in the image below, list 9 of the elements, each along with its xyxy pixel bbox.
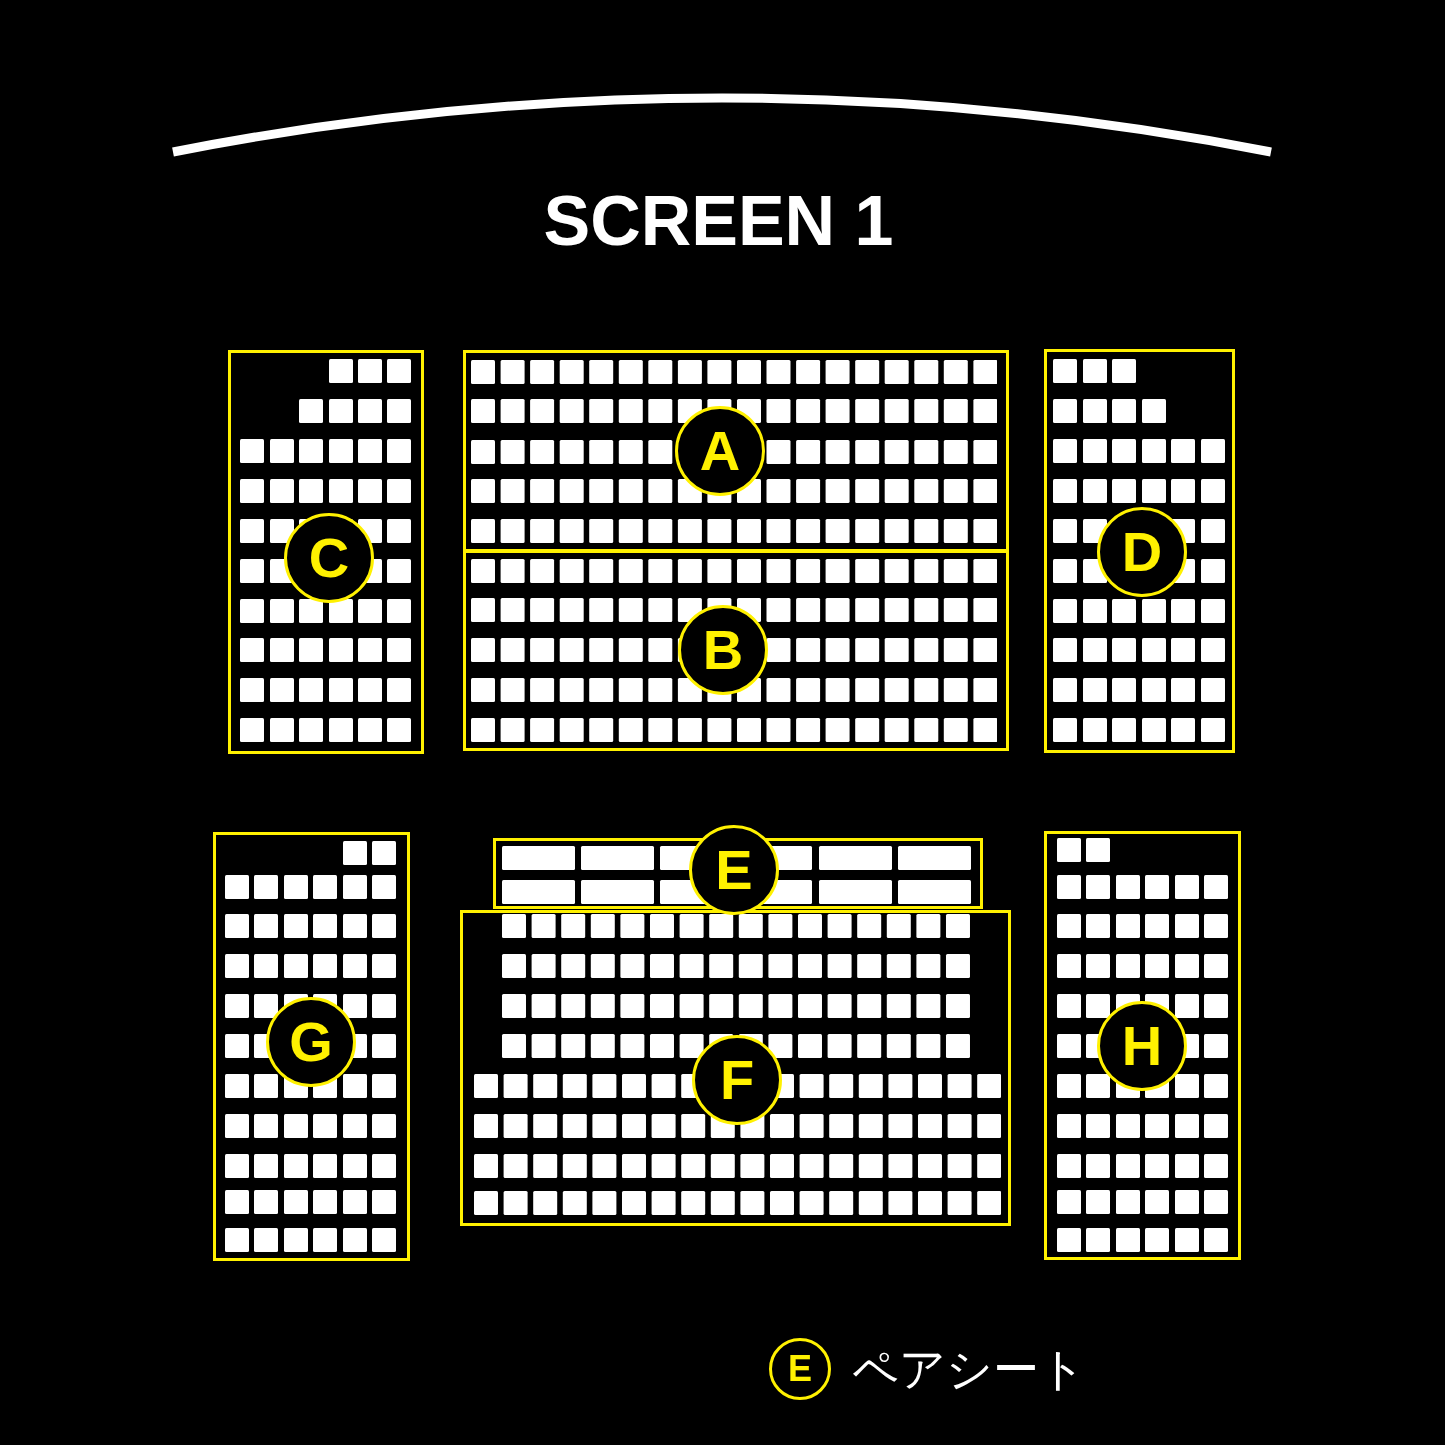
seating-section <box>1044 831 1241 1260</box>
section-letter: E <box>689 825 779 915</box>
legend-label: ペアシート <box>852 1346 1086 1392</box>
legend-sample-letter: E <box>769 1338 831 1400</box>
section-letter: D <box>1097 507 1187 597</box>
screen-title: SCREEN 1 <box>543 186 894 256</box>
seating-section <box>228 350 424 754</box>
section-letter: C <box>284 513 374 603</box>
seating-section <box>213 832 410 1261</box>
